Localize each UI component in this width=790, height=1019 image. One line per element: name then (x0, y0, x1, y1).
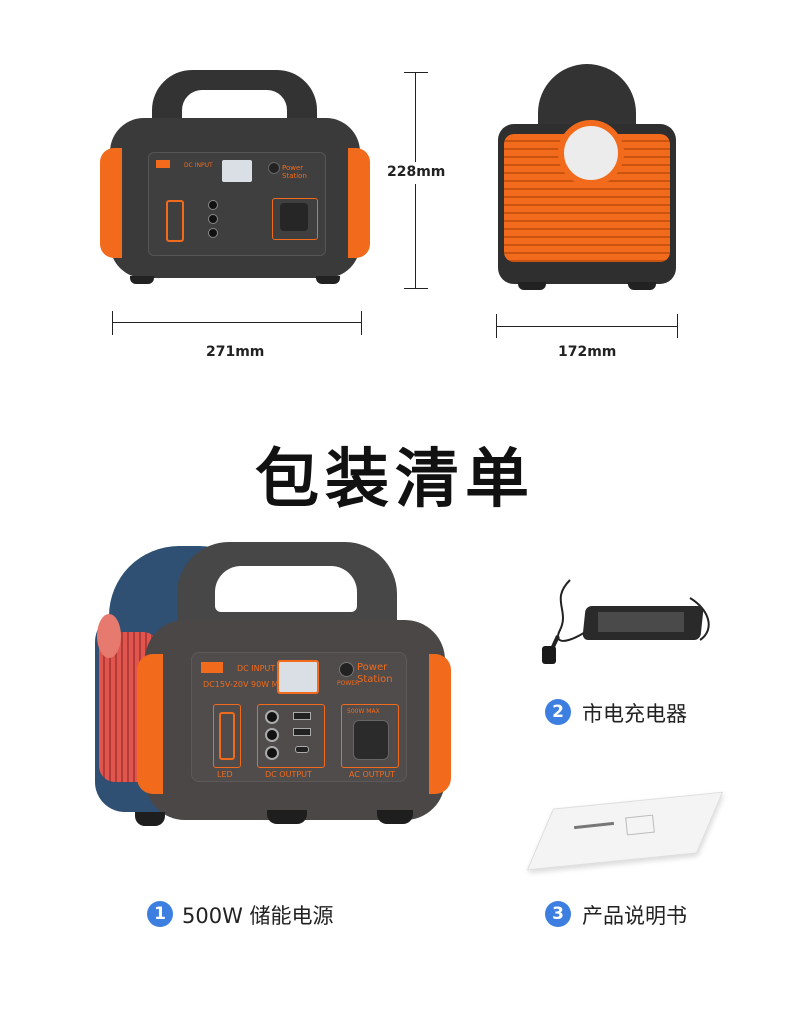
side-foot-left (518, 282, 546, 290)
width-dimension-line (112, 322, 362, 323)
item-3-label: 产品说明书 (582, 904, 687, 928)
depth-label: 172mm (558, 344, 617, 360)
height-dimension-cap-top (404, 72, 428, 73)
item-1-number-badge: 1 (147, 901, 173, 927)
rear-round-cap (97, 614, 121, 658)
main-foot-3 (377, 810, 413, 824)
main-usb-port-1 (293, 712, 311, 720)
main-led-text: LED (217, 770, 233, 779)
main-battery-indicator (201, 662, 223, 673)
main-power-text: POWER (337, 680, 360, 687)
main-led-box (213, 704, 241, 768)
foot-left (130, 276, 154, 284)
depth-dimension-cap-right (677, 314, 678, 338)
depth-dimension-cap-left (496, 314, 497, 338)
front-right-panel (429, 654, 451, 794)
main-lcd-screen (277, 660, 319, 694)
height-label-bg (388, 162, 448, 184)
width-dimension-cap-left (112, 311, 113, 335)
plug-head (542, 646, 556, 664)
width-dimension-cap-right (361, 311, 362, 335)
main-power-station-text: Power Station (357, 662, 393, 685)
main-ac-output-box (341, 704, 399, 768)
main-dc-output-text: DC OUTPUT (265, 770, 312, 779)
main-dc-port-1 (265, 710, 279, 724)
main-usb-c-port (295, 746, 309, 753)
item-2-number-badge: 2 (545, 699, 571, 725)
power-button (268, 162, 280, 174)
item-3-number-badge: 3 (545, 901, 571, 927)
width-label: 271mm (206, 344, 265, 360)
left-side-panel (100, 148, 122, 258)
dc-port-3 (208, 228, 218, 238)
main-dc-input-spec: DC15V-20V 90W MAX (203, 680, 290, 689)
main-dc-input-text: DC INPUT (237, 664, 276, 673)
led-slot (166, 200, 184, 242)
power-station-text: Power Station (282, 164, 307, 180)
right-side-panel (348, 148, 370, 258)
foot-right (316, 276, 340, 284)
height-label: 228mm (387, 164, 446, 180)
main-foot-2 (267, 810, 307, 824)
main-led-slot (219, 712, 235, 760)
front-view-device: DC INPUT Power Station (100, 70, 370, 290)
main-ac-max-text: 500W MAX (347, 708, 380, 715)
main-foot-1 (135, 812, 165, 826)
packing-list-title: 包装清单 (255, 443, 535, 517)
power-station-product: DC INPUT DC15V-20V 90W MAX POWER Power S… (95, 542, 451, 832)
side-foot-right (628, 282, 656, 290)
depth-dimension-line (496, 326, 678, 327)
side-view-device (498, 64, 676, 290)
main-dc-output-box (257, 704, 325, 768)
main-ac-socket (353, 720, 389, 760)
front-left-panel (137, 654, 163, 794)
height-dimension-cap-bottom (404, 288, 428, 289)
manual-image (625, 814, 655, 836)
main-ac-output-text: AC OUTPUT (349, 770, 396, 779)
ac-socket-frame (272, 198, 318, 240)
front-handle-opening (215, 566, 357, 612)
side-round-cap (558, 120, 624, 186)
dc-input-text: DC INPUT (184, 162, 213, 169)
charger-label (598, 612, 684, 632)
charger-product (540, 570, 720, 670)
main-power-button (339, 662, 354, 677)
main-dc-port-2 (265, 728, 279, 742)
main-dc-port-3 (265, 746, 279, 760)
ac-socket (280, 203, 308, 231)
item-1-label: 500W 储能电源 (182, 904, 334, 928)
lcd-screen (222, 160, 252, 182)
manual-booklet (526, 791, 724, 871)
dc-port-1 (208, 200, 218, 210)
battery-indicator (156, 160, 170, 168)
manual-product (526, 790, 724, 880)
main-usb-port-2 (293, 728, 311, 736)
dc-port-2 (208, 214, 218, 224)
item-2-label: 市电充电器 (582, 702, 687, 726)
